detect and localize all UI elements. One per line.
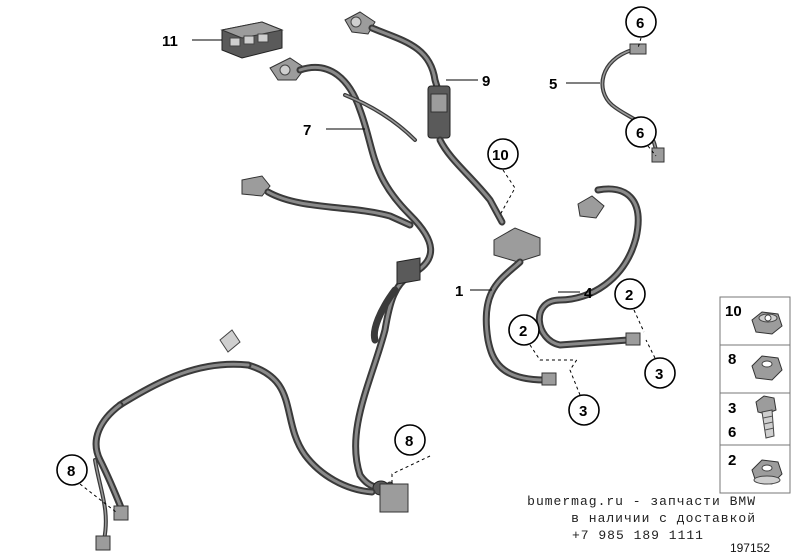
callout-2a: 2 [519,323,527,340]
callout-6a: 6 [636,15,644,32]
callout-8a: 8 [67,463,75,480]
callout-6b-circle [625,116,657,148]
callout-9: 9 [482,73,490,90]
callout-4: 4 [584,285,593,302]
legend-label-1: 10 [725,303,742,320]
diagram-id: 197152 [729,541,770,555]
leader-2b [633,309,645,333]
collar-nut-icon [751,459,783,485]
callout-7: 7 [303,122,311,139]
callout-10-circle [487,138,519,170]
callout-3a-circle [568,394,600,426]
callout-2a-circle [508,314,540,346]
callout-6b: 6 [636,125,644,142]
legend-label-2: 8 [728,351,736,368]
callout-11: 11 [162,33,178,50]
callout-10: 10 [492,147,509,164]
flange-nut-icon [751,311,783,335]
bolt-icon [755,395,777,439]
branch-cable [241,175,414,229]
leader-3b [645,339,656,359]
part-4-cable [535,185,642,349]
legend-label-3b: 6 [728,424,736,441]
leader-6b [647,145,657,157]
callout-2b: 2 [625,287,633,304]
part-11-fuse-block [220,21,284,59]
legend-label-3a: 3 [728,400,736,417]
watermark-line-3: +7 985 189 1111 [571,528,704,543]
lower-long-cable [92,286,399,551]
watermark-line-2: в наличии с доставкой [571,511,756,526]
callout-1: 1 [455,283,463,300]
leader-3a [569,357,581,396]
leader-2a [529,344,575,361]
callout-8a-circle [56,454,88,486]
leader-10 [499,169,516,216]
hex-nut-icon [751,355,783,381]
legend-row-3 [719,392,791,446]
leader-8b [391,455,431,486]
callout-5: 5 [549,76,557,93]
callout-6a-circle [625,6,657,38]
callout-3a: 3 [579,403,587,420]
leader-6a [637,37,642,49]
legend-label-4: 2 [728,452,736,469]
callout-8b: 8 [405,433,413,450]
callout-8b-circle [394,424,426,456]
part-1-cable [482,227,557,386]
callout-2b-circle [614,278,646,310]
fastener-legend: 10 8 3 6 2 [719,296,791,494]
watermark-line-1: bumermag.ru - запчасти BMW [527,494,756,509]
callout-3b-circle [644,357,676,389]
part-9-cable-with-module [344,11,506,226]
part-7-main-battery-cable [269,57,435,513]
callout-3b: 3 [655,366,663,383]
leader-8a [79,483,117,513]
